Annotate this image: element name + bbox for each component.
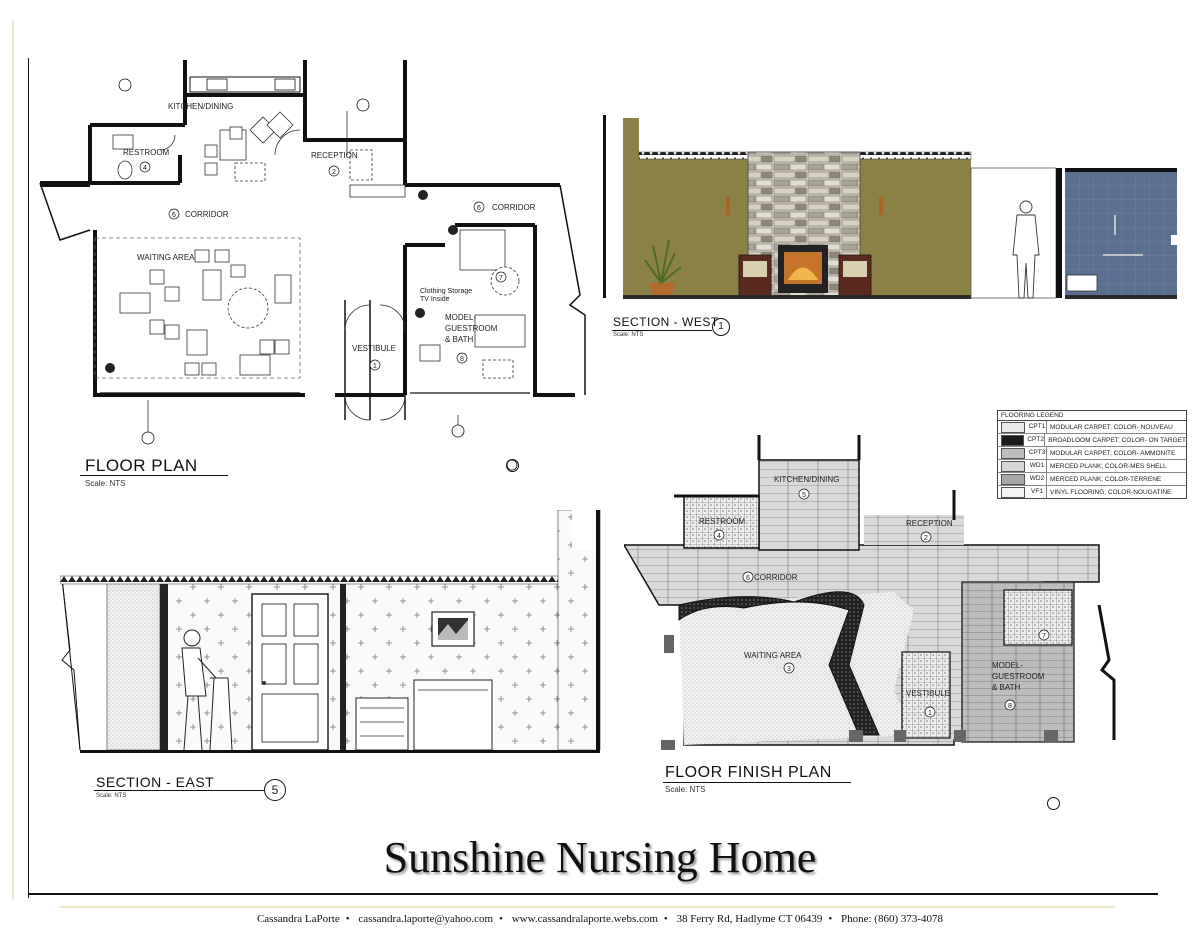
fp-corridor-east-label: CORRIDOR — [492, 203, 536, 212]
ffp-guestroom-label-2: GUESTROOM — [992, 672, 1045, 681]
flooring-legend-code: WD1 — [1028, 460, 1047, 472]
fp-storage-label-1: Clothing Storage — [420, 288, 472, 295]
flooring-legend-swatch — [1001, 460, 1025, 472]
flooring-legend-swatch — [1001, 434, 1025, 446]
fp-waiting-label: WAITING AREA — [137, 253, 195, 262]
ffp-num-bath: 7 — [1042, 633, 1046, 640]
flooring-legend-desc: VINYL FLOORING; COLOR-NOUGATINE — [1050, 488, 1172, 496]
fp-guestroom-label-1: MODEL- — [445, 313, 476, 322]
section-east-scale: Scale: NTS — [96, 793, 127, 799]
fp-corridor-west-label: CORRIDOR — [185, 210, 229, 219]
finish-plan-scale: Scale: NTS — [665, 785, 706, 794]
section-east-marker: 5 — [264, 779, 286, 801]
sheet-bottom-border — [28, 893, 1158, 895]
section-west-marker: 1 — [712, 318, 730, 336]
finish-plan-underline — [663, 782, 851, 783]
fp-restroom-label: RESTROOM — [123, 148, 170, 157]
fp-reception-label: RECEPTION — [311, 151, 358, 160]
floor-plan-title-underline — [80, 475, 228, 476]
section-east-underline — [94, 790, 264, 791]
ffp-corridor-label: CORRIDOR — [754, 573, 798, 582]
fp-vestibule-label: VESTIBULE — [352, 344, 396, 353]
footer-phone: Phone: (860) 373-4078 — [840, 913, 944, 925]
fp-kitchen-label: KITCHEN/DINING — [168, 102, 233, 111]
footer-address: 38 Ferry Rd, Hadlyme CT 06439 — [676, 913, 823, 925]
ffp-num-kitchen: 5 — [802, 492, 806, 499]
fp-storage-label-2: TV Inside — [420, 296, 450, 303]
section-east-number: 5 — [271, 783, 279, 797]
finish-plan-drawing: KITCHEN/DINING RESTROOM RECEPTION CORRID… — [624, 435, 1116, 750]
flooring-legend-code: CPT2 — [1027, 434, 1046, 446]
floor-plan-north-arrow — [506, 459, 519, 472]
section-west-number: 1 — [718, 321, 724, 332]
sheet-footer: Cassandra LaPorte • cassandra.laporte@yah… — [0, 913, 1200, 925]
section-west-title: SECTION - WEST — [613, 315, 719, 329]
floor-plan-scale: Scale: NTS — [85, 479, 126, 488]
sheet-left-border — [28, 58, 29, 898]
finish-plan-title: FLOOR FINISH PLAN — [665, 764, 832, 781]
fp-num-vestibule: 1 — [373, 363, 377, 370]
flooring-legend-code: WD2 — [1028, 473, 1047, 485]
flooring-legend-code: CPT1 — [1028, 421, 1047, 433]
floor-plan-drawing: KITCHEN/DINING RESTROOM RECEPTION CORRID… — [39, 60, 586, 471]
flooring-legend-desc: MODULAR CARPET; COLOR- AMMONITE — [1050, 449, 1176, 457]
section-east-title: SECTION - EAST — [96, 774, 215, 790]
ffp-num-reception: 2 — [924, 535, 928, 542]
section-west-underline — [612, 330, 712, 331]
flooring-legend-code: CPT3 — [1028, 447, 1047, 459]
fp-guestroom-label-3: & BATH — [445, 335, 474, 344]
sheet-footer-accent — [60, 906, 1115, 908]
finish-plan-north-arrow — [1047, 797, 1060, 810]
fp-num-reception: 2 — [332, 169, 336, 176]
fp-num-bath: 7 — [499, 275, 503, 282]
ffp-num-waiting: 3 — [787, 666, 791, 673]
footer-name: Cassandra LaPorte — [256, 913, 340, 925]
fp-num-guestroom: 8 — [460, 356, 464, 363]
flooring-legend-desc: MERCED PLANK; COLOR-TERRENE — [1050, 475, 1162, 483]
section-east-drawing — [60, 510, 601, 753]
fp-guestroom-label-2: GUESTROOM — [445, 324, 498, 333]
flooring-legend-desc: MODULAR CARPET; COLOR- NOUVEAU — [1050, 423, 1173, 431]
section-west-scale: Scale: NTS — [613, 332, 644, 338]
sheet-left-accent — [12, 20, 14, 900]
flooring-legend-swatch — [1001, 473, 1025, 485]
ffp-restroom-label: RESTROOM — [699, 517, 746, 526]
flooring-legend-title: FLOORING LEGEND — [998, 411, 1186, 421]
flooring-legend-swatch — [1001, 421, 1025, 433]
fp-num-corridor-west: 6 — [172, 212, 176, 219]
fp-num-restroom: 4 — [143, 165, 147, 172]
sheet-title: Sunshine Nursing Home — [383, 833, 817, 882]
ffp-guestroom-label-3: & BATH — [992, 683, 1021, 692]
footer-separator: • — [345, 913, 350, 925]
footer-website[interactable]: www.cassandralaporte.webs.com — [511, 913, 658, 925]
ffp-waiting-label: WAITING AREA — [744, 651, 802, 660]
footer-separator: • — [499, 913, 503, 925]
ffp-num-corridor: 6 — [746, 575, 750, 582]
flooring-legend-code: VF1 — [1028, 486, 1047, 498]
flooring-legend-desc: BROADLOOM CARPET; COLOR- ON TARGET — [1048, 436, 1186, 444]
flooring-legend-swatch — [1001, 447, 1025, 459]
flooring-legend-swatch — [1001, 486, 1025, 498]
ffp-guestroom-label-1: MODEL- — [992, 661, 1023, 670]
ffp-kitchen-label: KITCHEN/DINING — [774, 475, 839, 484]
footer-email[interactable]: cassandra.laporte@yahoo.com — [358, 913, 494, 925]
ffp-vestibule-label: VESTIBULE — [906, 689, 950, 698]
floor-plan-title: FLOOR PLAN — [85, 456, 198, 475]
fp-num-corridor-east: 6 — [477, 205, 481, 212]
section-west-drawing — [603, 115, 1179, 299]
flooring-legend-desc: MERCED PLANK; COLOR-MES SHELL — [1050, 462, 1167, 470]
ffp-reception-label: RECEPTION — [906, 519, 953, 528]
ffp-num-guestroom: 8 — [1008, 703, 1012, 710]
ffp-num-restroom: 4 — [717, 533, 721, 540]
footer-separator: • — [663, 913, 668, 925]
footer-separator: • — [828, 913, 833, 925]
ffp-num-vestibule: 1 — [928, 710, 932, 717]
